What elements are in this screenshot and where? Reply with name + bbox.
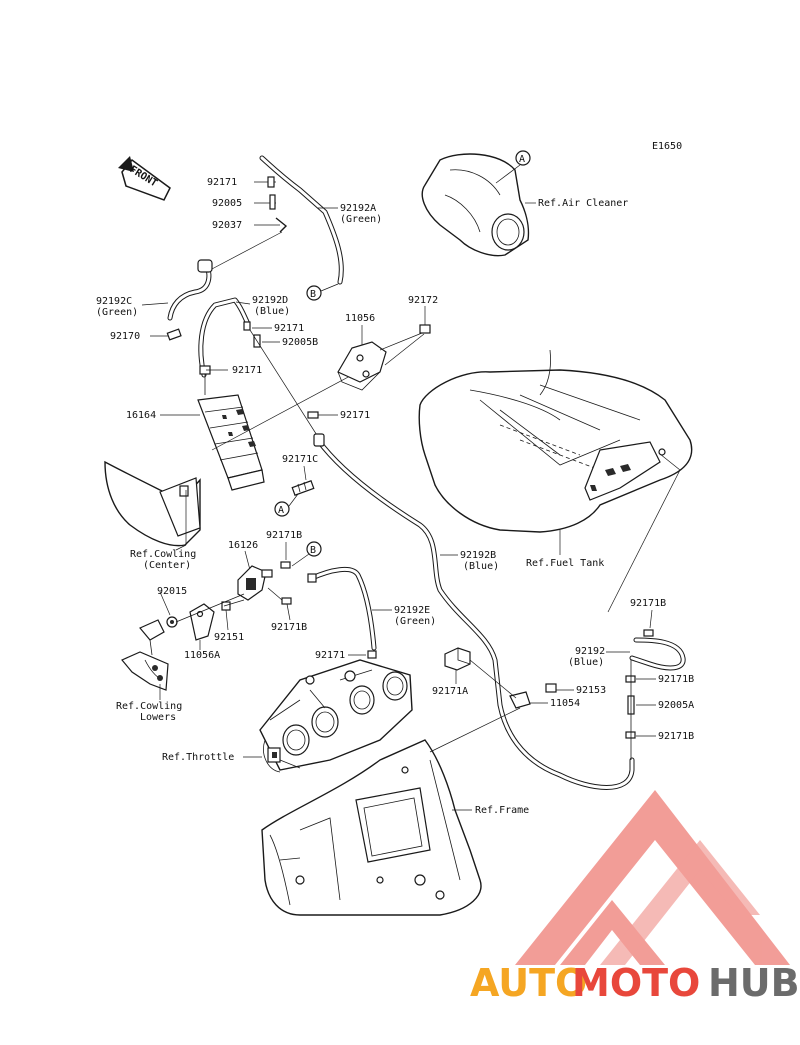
ref-throttle: Ref.Throttle [162,752,234,763]
bracket-11056 [337,341,387,391]
label-16164: 16164 [126,410,156,421]
label-92192b: 92192B [460,550,496,561]
cowling-center-ref [104,460,201,551]
label-92172: 92172 [408,295,438,306]
label-92171b-4: 92171B [658,674,694,685]
label-92171-top: 92171 [207,177,237,188]
label-92171b-3: 92171B [630,598,666,609]
ref-cowling-center-1: Ref.Cowling [130,549,196,560]
ref-air-cleaner: Ref.Air Cleaner [538,198,628,209]
label-92005b: 92005B [282,337,318,348]
label-92171c: 92171C [282,454,318,465]
label-16126: 16126 [228,540,258,551]
label-92153: 92153 [576,685,606,696]
callout-a-top: A [519,154,525,165]
label-92171b-5: 92171B [658,731,694,742]
hose-92192 [629,637,686,671]
label-92192b-color: (Blue) [463,561,499,572]
bracket-11056a [189,603,215,641]
label-92192: 92192 [575,646,605,657]
label-92192-color: (Blue) [568,657,604,668]
label-92170: 92170 [110,331,140,342]
hose-92192e [307,566,377,651]
clamp-92171a [444,647,471,671]
label-92192c: 92192C [96,296,132,307]
label-92171a: 92171A [432,686,468,697]
ref-fuel-tank: Ref.Fuel Tank [526,558,604,569]
drawing-code: E1650 [652,141,682,152]
hose-92192d [198,297,251,378]
label-92005a: 92005A [658,700,694,711]
label-92171-c: 92171 [232,365,262,376]
brand-hub: HUB [708,961,800,1005]
label-92171b-2: 92171B [271,622,307,633]
air-cleaner-ref: A Ref.Air Cleaner [421,150,628,257]
ref-cowling-lowers-2: Lowers [140,712,176,723]
brand-auto: AUTO [470,961,587,1005]
label-92192a: 92192A [340,203,376,214]
hose-92192a [259,155,344,285]
label-11056a: 11056A [184,650,220,661]
callout-b-bottom: B [310,545,316,556]
label-92192e-color: (Green) [394,616,436,627]
label-92192c-color: (Green) [96,307,138,318]
label-92171-d: 92171 [340,410,370,421]
hose-92192b [313,433,635,790]
label-92171b-1: 92171B [266,530,302,541]
label-11054: 11054 [550,698,580,709]
label-11056: 11056 [345,313,375,324]
fuel-tank-ref [418,349,693,533]
canister-16164 [197,365,265,491]
label-92192a-color: (Green) [340,214,382,225]
callout-b-top: B [310,289,316,300]
ref-cowling-lowers-1: Ref.Cowling [116,701,182,712]
front-arrow-icon: FRONT [118,156,171,201]
valve-16126 [237,565,273,601]
throttle-body-ref [259,659,413,773]
connector-92171c [291,480,315,496]
automotohub-watermark: AUTO MOTO HUB [470,961,800,1005]
label-92015: 92015 [157,586,187,597]
hose-92192c [167,259,213,321]
label-92151: 92151 [214,632,244,643]
label-92192d-color: (Blue) [254,306,290,317]
label-92192d: 92192D [252,295,288,306]
ref-frame: Ref.Frame [475,805,529,816]
cowling-lowers-ref [121,619,169,691]
label-92171-e: 92171 [315,650,345,661]
label-92171-b: 92171 [274,323,304,334]
automotohub-logo-mark [515,790,790,965]
label-92192e: 92192E [394,605,430,616]
callout-a-bottom: A [278,505,284,516]
brand-moto: MOTO [572,961,700,1005]
ref-cowling-center-2: (Center) [143,560,191,571]
label-92037: 92037 [212,220,242,231]
label-92005: 92005 [212,198,242,209]
